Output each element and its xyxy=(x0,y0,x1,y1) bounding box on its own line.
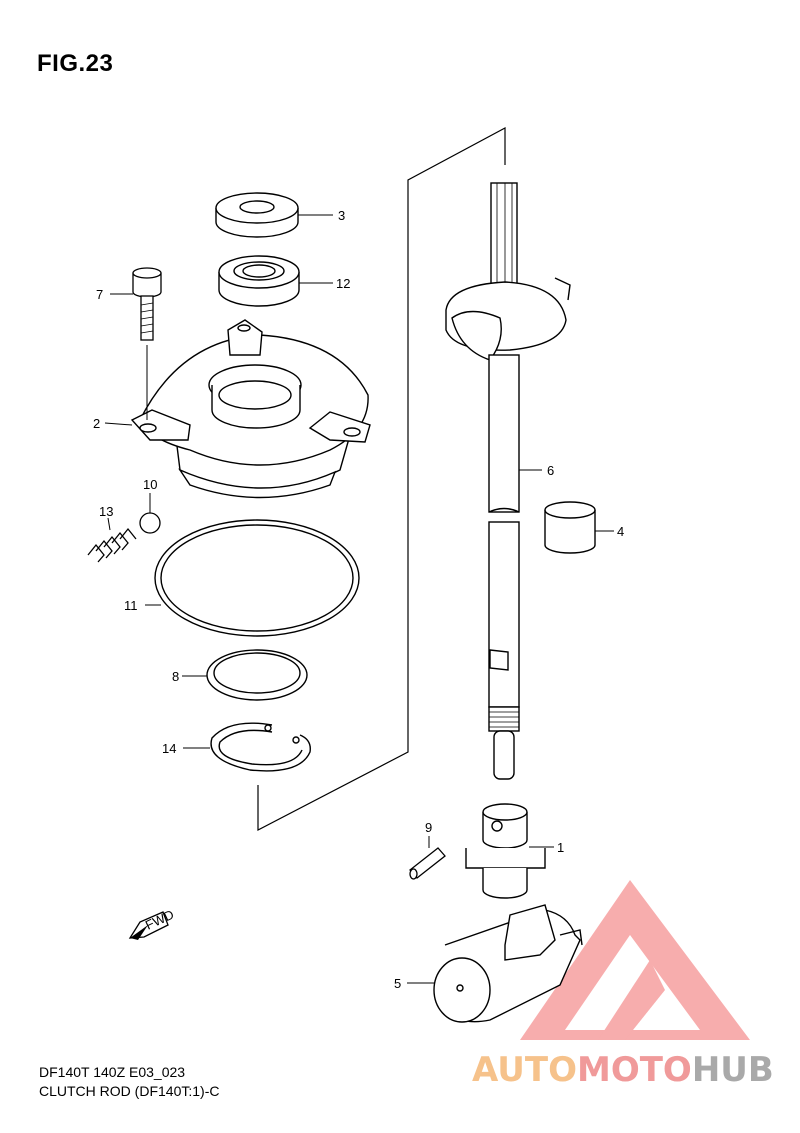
bushing-part-4 xyxy=(544,501,596,554)
bolt-part-7 xyxy=(132,267,162,341)
caption-part-name: CLUTCH ROD (DF140T:1)-C xyxy=(39,1083,220,1099)
pin-part-9 xyxy=(409,847,446,880)
callout-6: 6 xyxy=(547,463,554,478)
watermark-logo xyxy=(520,880,750,1040)
watermark-part-hub: HUB xyxy=(691,1050,774,1090)
housing-part-2 xyxy=(130,319,371,499)
callout-5: 5 xyxy=(394,976,401,991)
callout-10: 10 xyxy=(143,477,157,492)
ball-part-10 xyxy=(139,512,161,534)
fwd-arrow-icon: FWD xyxy=(128,907,176,940)
ring-part-8 xyxy=(206,649,308,701)
callout-8: 8 xyxy=(172,669,179,684)
figure-caption: DF140T 140Z E03_023 CLUTCH ROD (DF140T:1… xyxy=(39,1063,219,1101)
callout-labels: 3 12 7 2 10 13 11 8 14 6 4 1 9 5 xyxy=(93,208,624,991)
group-bracket xyxy=(257,126,506,831)
oil-seal-part-12 xyxy=(218,255,300,307)
washer-part-3 xyxy=(215,192,299,238)
caption-model-code: DF140T 140Z E03_023 xyxy=(39,1064,186,1080)
callout-7: 7 xyxy=(96,287,103,302)
callout-4: 4 xyxy=(617,524,624,539)
callout-13: 13 xyxy=(99,504,113,519)
connector-part-1 xyxy=(465,803,546,899)
callout-12: 12 xyxy=(336,276,350,291)
circlip-part-14 xyxy=(210,722,311,772)
figure-title: FIG.23 xyxy=(37,50,114,77)
callout-1: 1 xyxy=(557,840,564,855)
callout-14: 14 xyxy=(162,741,176,756)
watermark-text: AUTOMOTOHUB xyxy=(472,1050,774,1090)
watermark-part-auto: AUTO xyxy=(472,1050,577,1090)
callout-9: 9 xyxy=(425,820,432,835)
watermark-part-moto: MOTO xyxy=(576,1050,692,1090)
callout-3: 3 xyxy=(338,208,345,223)
callout-11: 11 xyxy=(124,598,138,613)
clutch-part-5 xyxy=(433,904,583,1023)
clutch-rod-part-6 xyxy=(445,182,571,780)
leader-lines xyxy=(104,214,614,984)
o-ring-part-11 xyxy=(154,519,360,637)
callout-2: 2 xyxy=(93,416,100,431)
spring-part-13 xyxy=(87,527,137,563)
